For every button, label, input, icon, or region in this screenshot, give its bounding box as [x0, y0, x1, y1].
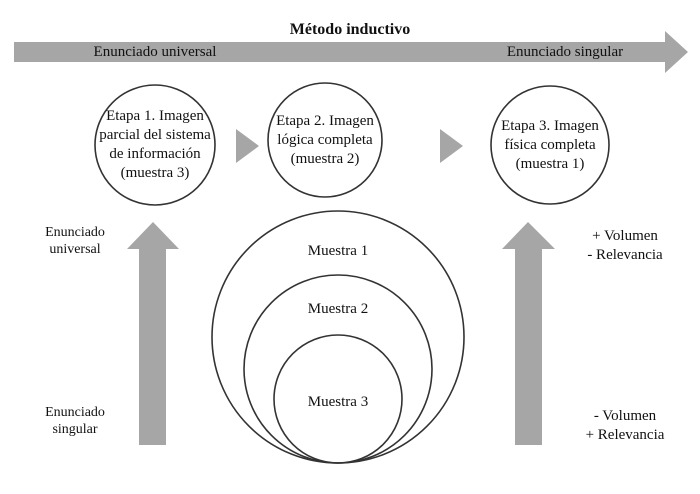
stage-3-line: (muestra 1) — [515, 156, 585, 172]
left-axis-top-line: Enunciado — [45, 225, 105, 240]
right-axis-top-label: + Volumen - Relevancia — [570, 227, 680, 265]
stage-1-text: Etapa 1. Imagen parcial del sistema de i… — [95, 107, 215, 183]
stage-2-line: lógica completa — [277, 132, 373, 148]
stage-1-line: (muestra 3) — [120, 165, 190, 181]
left-axis-bottom-line: singular — [52, 422, 98, 437]
stage-1-line: Etapa 1. Imagen — [106, 108, 204, 124]
right-axis-bottom-line: - Volumen — [593, 408, 657, 424]
stage-2-to-3-triangle — [440, 129, 463, 163]
stage-2-line: Etapa 2. Imagen — [276, 113, 374, 129]
stage-2-line: (muestra 2) — [290, 151, 360, 167]
diagram-title: Método inductivo — [289, 21, 411, 38]
stage-3-circle — [490, 85, 610, 205]
left-up-arrow — [127, 222, 179, 445]
left-axis-top-label: Enunciado universal — [20, 224, 130, 258]
stage-3-line: física completa — [504, 137, 596, 153]
stage-1-to-2-triangle — [236, 129, 259, 163]
left-axis-bottom-label: Enunciado singular — [20, 404, 130, 438]
stage-3-line: Etapa 3. Imagen — [501, 118, 599, 134]
right-axis-top-line: - Relevancia — [587, 247, 663, 263]
sample-3-label: Muestra 3 — [307, 394, 369, 410]
top-arrow-right-label: Enunciado singular — [506, 44, 624, 60]
left-axis-bottom-line: Enunciado — [45, 405, 105, 420]
left-axis-top-line: universal — [49, 242, 101, 257]
stage-3-text: Etapa 3. Imagen física completa (muestra… — [490, 117, 610, 174]
right-axis-top-line: + Volumen — [592, 228, 658, 244]
right-up-arrow — [502, 222, 555, 445]
stage-2-circle — [267, 82, 383, 198]
right-axis-bottom-label: - Volumen + Relevancia — [570, 407, 680, 445]
right-axis-bottom-line: + Relevancia — [585, 427, 665, 443]
top-arrow-left-label: Enunciado universal — [93, 44, 217, 60]
stage-2-text: Etapa 2. Imagen lógica completa (muestra… — [265, 112, 385, 169]
sample-1-label: Muestra 1 — [307, 243, 369, 259]
top-arrow — [14, 31, 688, 73]
stage-1-circle — [94, 84, 216, 206]
sample-3-circle — [273, 334, 403, 464]
stage-1-line: de información — [109, 146, 201, 162]
stage-1-line: parcial del sistema — [99, 127, 211, 143]
sample-2-label: Muestra 2 — [307, 301, 369, 317]
